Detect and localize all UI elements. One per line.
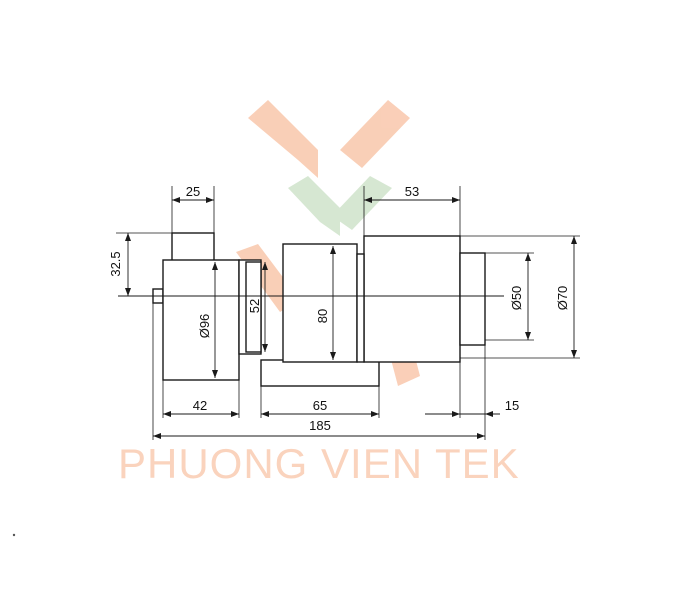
dim-label-25: 25: [186, 184, 200, 199]
base-65: [260, 359, 380, 387]
dimension-labels: 25 53 32.5 Ø96 52 80 Ø50 Ø70 42 65 15 18…: [108, 184, 570, 433]
arrowheads: [125, 197, 577, 439]
top-boss-25: [171, 232, 215, 262]
dim-label-dia50: Ø50: [509, 286, 524, 311]
output-shaft-50: [459, 252, 486, 346]
watermark-text: PHUONG VIEN TEK: [118, 440, 520, 487]
right-block-70: [363, 235, 461, 363]
dim-label-185: 185: [309, 418, 331, 433]
dim-label-15: 15: [505, 398, 519, 413]
extension-lines: [116, 186, 580, 440]
part-outline: [118, 232, 504, 387]
dim-label-53: 53: [405, 184, 419, 199]
watermark-logo-orange-right: [340, 100, 410, 168]
middle-block-80: [282, 243, 358, 363]
watermark-logo-green-left: [288, 176, 340, 236]
dim-label-42: 42: [193, 398, 207, 413]
watermark-logo-orange-left: [248, 100, 318, 178]
dim-label-80: 80: [315, 309, 330, 323]
dim-label-65: 65: [313, 398, 327, 413]
watermark-logo-green-right: [332, 176, 392, 230]
dim-label-32-5: 32.5: [108, 251, 123, 276]
spacer-ring: [356, 253, 365, 363]
inner-ring-52: [245, 261, 262, 353]
dim-label-52: 52: [247, 299, 262, 313]
stray-dot: [12, 533, 16, 537]
dim-label-dia70: Ø70: [555, 286, 570, 311]
dim-label-dia96: Ø96: [197, 314, 212, 339]
